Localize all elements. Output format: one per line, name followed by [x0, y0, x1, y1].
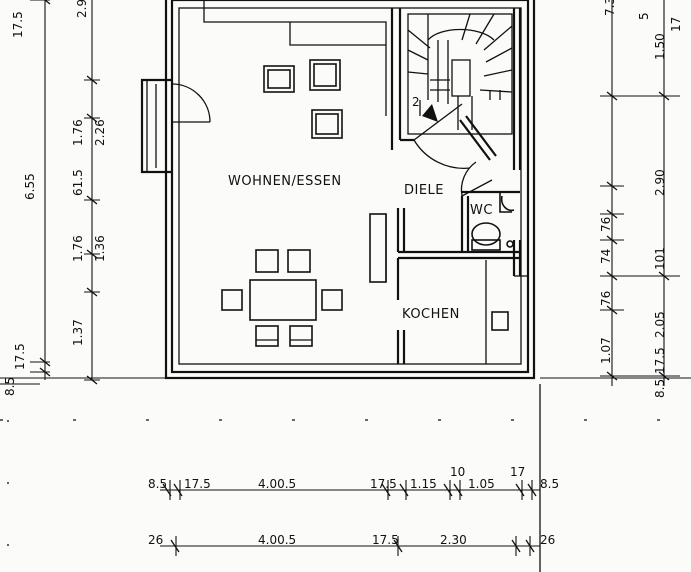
right-dim-4: 2.90 — [653, 169, 667, 196]
right-dim-7: 101 — [653, 247, 667, 270]
bottom1-dim-f: 10 — [450, 465, 465, 479]
left-dim-4: 61.5 — [71, 169, 85, 196]
right-dimension-lines — [540, 0, 691, 386]
left-dim-2: 2.26 — [93, 119, 107, 146]
bottom2-dim-e: 26 — [540, 533, 555, 547]
bottom1-dim-g: 1.05 — [468, 477, 495, 491]
bottom1-dim-a: 8.5 — [148, 477, 167, 491]
left-dim-6: 1.36 — [93, 235, 107, 262]
right-dim-10: 2.05 — [653, 311, 667, 338]
left-dim-3: 6.55 — [23, 173, 37, 200]
bottom1-dim-i: 8.5 — [540, 477, 559, 491]
bottom1-dim-b: 17.5 — [184, 477, 211, 491]
room-label-hall: DIELE — [404, 183, 444, 198]
room-label-living: WOHNEN/ESSEN — [228, 174, 342, 189]
interior-walls — [390, 8, 528, 364]
dining-furniture — [221, 249, 343, 347]
left-dim-8: 17.5 — [13, 343, 27, 370]
bottom2-dim-d: 2.30 — [440, 533, 467, 547]
right-dim-6: 74 — [599, 249, 613, 264]
bottom2-dim-b: 4.00.5 — [258, 533, 296, 547]
kitchen-fixtures — [485, 260, 509, 364]
stair-number: 2 — [412, 95, 420, 109]
right-dim-1: 5 — [637, 12, 651, 20]
right-dim-3: 17 — [669, 17, 683, 32]
left-dimension-lines — [0, 0, 166, 385]
right-dim-2: 1.50 — [653, 33, 667, 60]
wc-fixtures — [471, 192, 515, 251]
site-lines — [0, 384, 691, 572]
left-dim-1: 1.76 — [71, 119, 85, 146]
bottom-dimension-row-1 — [160, 480, 540, 500]
left-dim-9: 8.5 — [3, 377, 17, 396]
bottom2-dim-a: 26 — [148, 533, 163, 547]
room-label-wc: WC — [470, 203, 493, 218]
room-label-kitchen: KOCHEN — [402, 307, 460, 322]
living-furniture — [263, 59, 387, 283]
right-dim-11: 17.5 — [653, 347, 667, 374]
left-dim-top-small: 17.5 — [11, 11, 25, 38]
right-dim-9: 1.07 — [599, 337, 613, 364]
left-dim-7: 1.37 — [71, 319, 85, 346]
bottom-dimension-row-2 — [160, 536, 540, 556]
left-dim-top: 2.9 — [75, 0, 89, 18]
bottom1-dim-e: 1.15 — [410, 477, 437, 491]
right-dim-top: 7.3 — [603, 0, 617, 16]
right-dim-5: 76 — [599, 217, 613, 232]
staircase: 2 — [407, 13, 513, 135]
right-dim-12: 8.5 — [653, 379, 667, 398]
entry-door — [140, 78, 211, 174]
bottom2-dim-c: 17.5 — [372, 533, 399, 547]
bottom1-dim-d: 17.5 — [370, 477, 397, 491]
upper-lines — [203, 0, 387, 116]
outer-walls — [164, 0, 536, 380]
left-dim-5: 1.76 — [71, 235, 85, 262]
bottom1-dim-c: 4.00.5 — [258, 477, 296, 491]
hall-doors — [413, 103, 497, 197]
right-dim-8: 76 — [599, 291, 613, 306]
bottom1-dim-h: 17 — [510, 465, 525, 479]
